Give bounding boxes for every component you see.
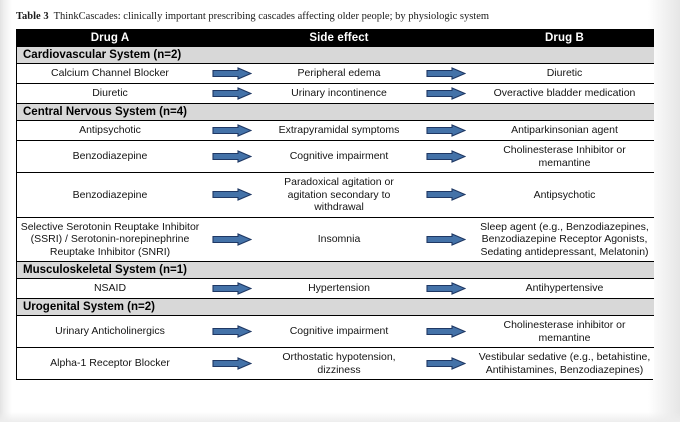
table-row: NSAID Hypertension Antihypertensive bbox=[17, 278, 654, 299]
right-block-arrow-icon bbox=[212, 124, 252, 137]
arrow-cell-side-effect-to-drug-b bbox=[417, 216, 475, 262]
cell-side-effect: Insomnia bbox=[261, 216, 417, 262]
arrow-cell-drug-a-to-side-effect bbox=[203, 83, 261, 104]
right-block-arrow-icon bbox=[212, 150, 252, 163]
section-title: Cardiovascular System (n=2) bbox=[17, 46, 654, 64]
table-row: Selective Serotonin Reuptake Inhibitor (… bbox=[17, 216, 654, 262]
right-block-arrow-icon bbox=[426, 282, 466, 295]
right-block-arrow-icon bbox=[426, 124, 466, 137]
arrow-cell-drug-a-to-side-effect bbox=[203, 140, 261, 173]
caption-label: Table 3 bbox=[16, 11, 49, 22]
arrow-cell-side-effect-to-drug-b bbox=[417, 172, 475, 217]
right-block-arrow-icon bbox=[212, 67, 252, 80]
right-block-arrow-icon bbox=[426, 232, 466, 246]
section-title: Central Nervous System (n=4) bbox=[17, 103, 654, 121]
arrow-cell-drug-a-to-side-effect bbox=[203, 120, 261, 141]
cell-drug-a: Calcium Channel Blocker bbox=[17, 63, 203, 84]
arrow-cell-side-effect-to-drug-b bbox=[417, 140, 475, 173]
table-caption: Table 3 ThinkCascades: clinically importa… bbox=[16, 10, 656, 23]
column-header-side-effect: Side effect bbox=[261, 29, 417, 47]
arrow-cell-drug-a-to-side-effect bbox=[203, 278, 261, 299]
column-header-drug-b: Drug B bbox=[475, 29, 654, 47]
section-header-row: Urogenital System (n=2) bbox=[17, 298, 654, 316]
cascade-table: Drug A Side effect Drug B Cardiovascular… bbox=[17, 29, 654, 379]
arrow-cell-side-effect-to-drug-b bbox=[417, 347, 475, 379]
cell-side-effect: Paradoxical agitation or agitation secon… bbox=[261, 172, 417, 217]
cell-side-effect: Orthostatic hypotension, dizziness bbox=[261, 347, 417, 379]
cell-drug-b: Diuretic bbox=[475, 63, 654, 84]
cropped-footnote bbox=[18, 414, 318, 421]
cell-drug-b: Cholinesterase inhibitor or memantine bbox=[475, 315, 654, 348]
table-row: Alpha-1 Receptor Blocker Orthostatic hypo… bbox=[17, 347, 654, 379]
right-block-arrow-icon bbox=[212, 357, 252, 370]
column-header-spacer-1 bbox=[203, 29, 261, 47]
right-block-arrow-icon bbox=[426, 150, 466, 163]
arrow-cell-side-effect-to-drug-b bbox=[417, 63, 475, 84]
cell-drug-a: Diuretic bbox=[17, 83, 203, 104]
column-header-drug-a: Drug A bbox=[17, 29, 203, 47]
cell-side-effect: Urinary incontinence bbox=[261, 83, 417, 104]
arrow-cell-drug-a-to-side-effect bbox=[203, 315, 261, 348]
table-row: Benzodiazepine Paradoxical agitation or a… bbox=[17, 172, 654, 217]
cell-side-effect: Cognitive impairment bbox=[261, 315, 417, 348]
cell-side-effect: Peripheral edema bbox=[261, 63, 417, 84]
column-header-spacer-2 bbox=[417, 29, 475, 47]
arrow-cell-side-effect-to-drug-b bbox=[417, 315, 475, 348]
table-row: Diuretic Urinary incontinence Overactive b… bbox=[17, 83, 654, 104]
arrow-cell-drug-a-to-side-effect bbox=[203, 347, 261, 379]
table-row: Antipsychotic Extrapyramidal symptoms Anti… bbox=[17, 120, 654, 141]
table-header-row: Drug A Side effect Drug B bbox=[17, 29, 654, 47]
table-body: Cardiovascular System (n=2)Calcium Chann… bbox=[17, 46, 654, 379]
section-title: Musculoskeletal System (n=1) bbox=[17, 261, 654, 279]
section-header-row: Cardiovascular System (n=2) bbox=[17, 46, 654, 64]
table-row: Urinary Anticholinergics Cognitive impair… bbox=[17, 315, 654, 348]
right-block-arrow-icon bbox=[426, 357, 466, 370]
right-block-arrow-icon bbox=[426, 188, 466, 202]
caption-text: ThinkCascades: clinically important pres… bbox=[53, 11, 490, 22]
right-block-arrow-icon bbox=[426, 87, 466, 100]
cell-drug-b: Antiparkinsonian agent bbox=[475, 120, 654, 141]
cell-drug-a: Selective Serotonin Reuptake Inhibitor (… bbox=[17, 216, 203, 262]
cell-side-effect: Cognitive impairment bbox=[261, 140, 417, 173]
section-title: Urogenital System (n=2) bbox=[17, 298, 654, 316]
arrow-cell-side-effect-to-drug-b bbox=[417, 120, 475, 141]
cell-drug-b: Vestibular sedative (e.g., betahistine, … bbox=[475, 347, 654, 379]
cell-drug-a: Antipsychotic bbox=[17, 120, 203, 141]
right-block-arrow-icon bbox=[212, 87, 252, 100]
section-header-row: Musculoskeletal System (n=1) bbox=[17, 261, 654, 279]
right-block-arrow-icon bbox=[212, 188, 252, 202]
cell-drug-b: Antihypertensive bbox=[475, 278, 654, 299]
cell-drug-a: Benzodiazepine bbox=[17, 172, 203, 217]
right-block-arrow-icon bbox=[212, 282, 252, 295]
arrow-cell-drug-a-to-side-effect bbox=[203, 172, 261, 217]
arrow-cell-drug-a-to-side-effect bbox=[203, 216, 261, 262]
cell-side-effect: Hypertension bbox=[261, 278, 417, 299]
table-row: Calcium Channel Blocker Peripheral edema D… bbox=[17, 63, 654, 84]
cell-drug-b: Antipsychotic bbox=[475, 172, 654, 217]
cell-drug-a: Benzodiazepine bbox=[17, 140, 203, 173]
cell-drug-b: Sleep agent (e.g., Benzodiazepines, Benz… bbox=[475, 216, 654, 262]
arrow-cell-side-effect-to-drug-b bbox=[417, 278, 475, 299]
section-header-row: Central Nervous System (n=4) bbox=[17, 103, 654, 121]
right-block-arrow-icon bbox=[212, 325, 252, 338]
cell-drug-a: Urinary Anticholinergics bbox=[17, 315, 203, 348]
cell-drug-a: NSAID bbox=[17, 278, 203, 299]
right-block-arrow-icon bbox=[426, 325, 466, 338]
table-row: Benzodiazepine Cognitive impairment Cholin… bbox=[17, 140, 654, 173]
arrow-cell-side-effect-to-drug-b bbox=[417, 83, 475, 104]
table-header: Drug A Side effect Drug B bbox=[17, 29, 654, 47]
right-block-arrow-icon bbox=[212, 232, 252, 246]
cell-drug-b: Cholinesterase Inhibitor or memantine bbox=[475, 140, 654, 173]
cell-side-effect: Extrapyramidal symptoms bbox=[261, 120, 417, 141]
cascade-table-container: Drug A Side effect Drug B Cardiovascular… bbox=[16, 29, 654, 380]
cell-drug-a: Alpha-1 Receptor Blocker bbox=[17, 347, 203, 379]
cell-drug-b: Overactive bladder medication bbox=[475, 83, 654, 104]
arrow-cell-drug-a-to-side-effect bbox=[203, 63, 261, 84]
right-block-arrow-icon bbox=[426, 67, 466, 80]
